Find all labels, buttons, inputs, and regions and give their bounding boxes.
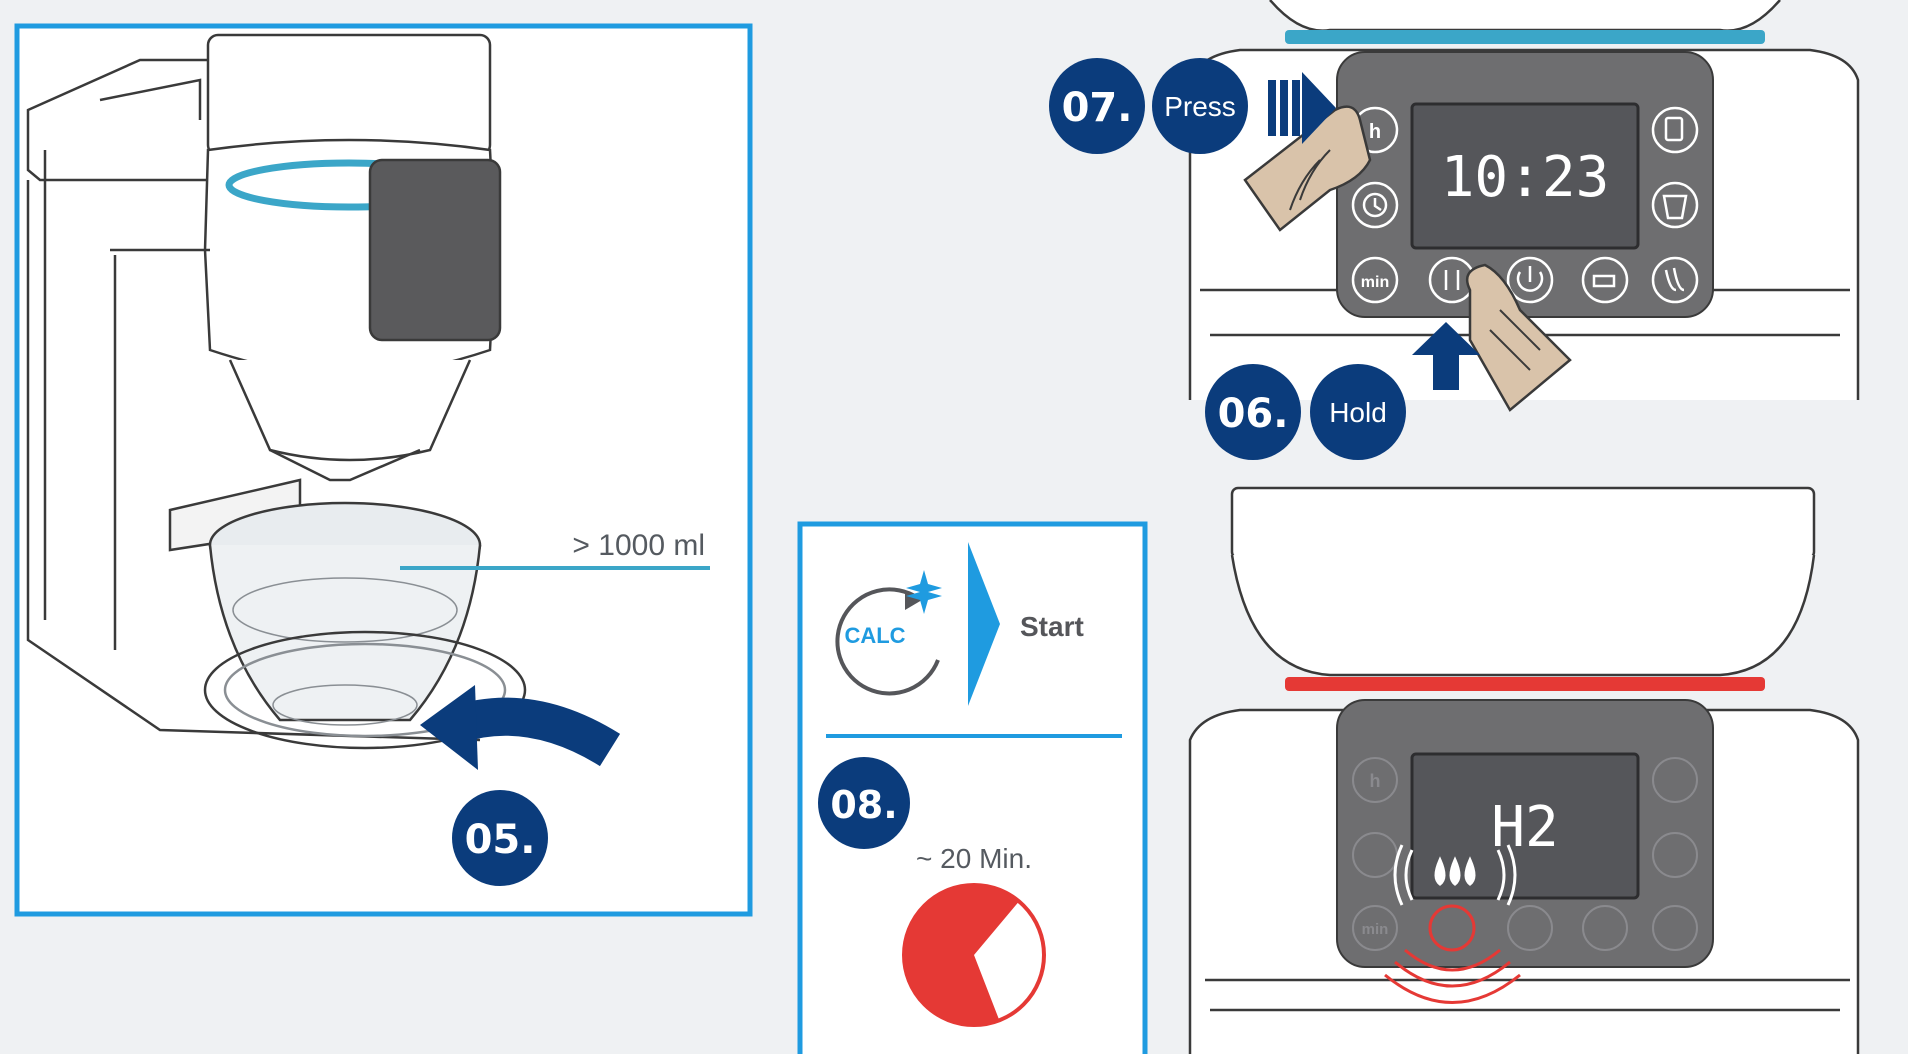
step-08-badge: 08. <box>818 757 910 849</box>
step-08-panel: CALC Start 08. ~ 20 Min. <box>800 524 1145 1054</box>
step-05-badge: 05. <box>452 790 548 886</box>
calc-label: CALC <box>844 623 905 648</box>
bottom-accent-strip <box>1285 677 1765 691</box>
display-time: 10:23 <box>1441 145 1610 210</box>
top-machine-panel: 10:23 h min <box>1049 0 1858 460</box>
hours-button-dim-label: h <box>1370 771 1381 791</box>
step-06-action-pill: Hold <box>1310 364 1406 460</box>
lid-top <box>1232 488 1814 558</box>
progress-pie <box>904 885 1044 1025</box>
top-accent-strip <box>1285 30 1765 44</box>
step-08-number: 08. <box>830 783 897 827</box>
step-06-action: Hold <box>1329 397 1387 428</box>
step-07-action-pill: Press <box>1152 58 1248 154</box>
step-07-action: Press <box>1164 91 1236 122</box>
duration-label: ~ 20 Min. <box>916 843 1032 874</box>
step-06-number: 06. <box>1218 391 1289 437</box>
minutes-button-label: min <box>1361 274 1389 291</box>
step-05-panel: > 1000 ml 05. <box>17 26 750 914</box>
hours-button-label: h <box>1369 121 1381 143</box>
minutes-button-dim-label: min <box>1362 921 1389 938</box>
step-07-number: 07. <box>1062 85 1133 131</box>
start-label: Start <box>1020 611 1084 642</box>
step-05-number: 05. <box>465 817 536 863</box>
bottom-machine-panel: H2 h min <box>1190 488 1858 1054</box>
step-06-badge: 06. <box>1205 364 1301 460</box>
display-error-code: H2 <box>1491 795 1558 860</box>
fill-level-label: > 1000 ml <box>572 529 705 562</box>
hopper-control-pad <box>370 160 500 340</box>
step-07-badge: 07. <box>1049 58 1145 154</box>
